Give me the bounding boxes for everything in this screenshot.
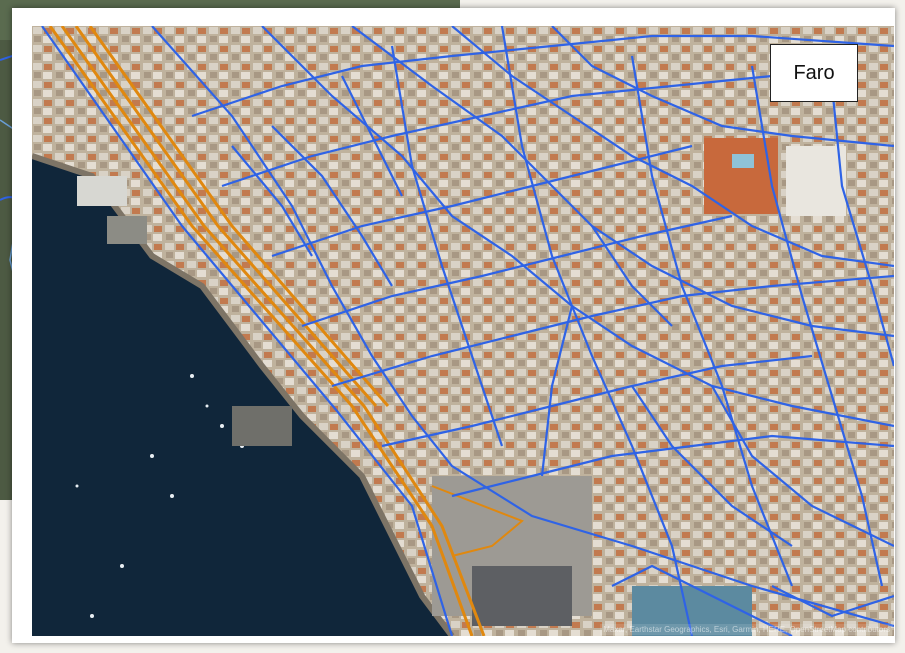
satellite-map[interactable] bbox=[32, 26, 894, 636]
railway-lines bbox=[48, 26, 486, 636]
map-attribution: Maxar, Earthstar Geographics, Esri, Garm… bbox=[600, 624, 893, 635]
road-network bbox=[41, 26, 894, 636]
sea bbox=[32, 156, 452, 636]
city-label: Faro bbox=[770, 44, 858, 102]
